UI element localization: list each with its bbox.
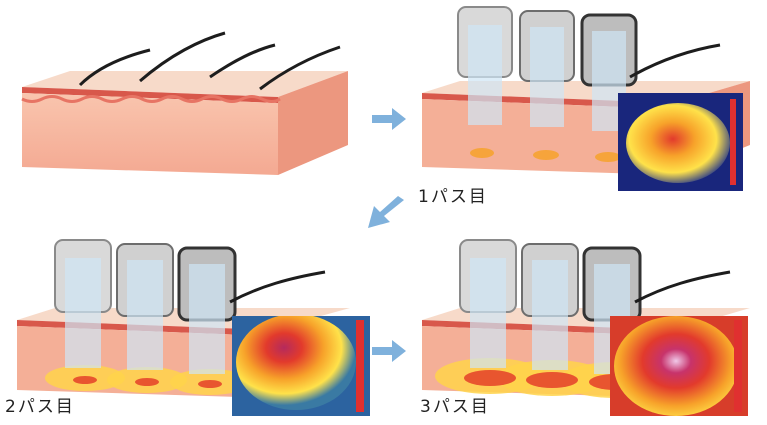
laser-handpiece-icon [457, 6, 513, 125]
hair [78, 48, 151, 87]
skin-top-face [22, 71, 348, 97]
laser-handpiece-icon [459, 239, 517, 368]
down-left-arrow-icon [368, 196, 404, 228]
skin-block-untreated [20, 25, 360, 190]
skin-front-face [22, 93, 278, 175]
laser-handpiece-icon [116, 243, 174, 370]
pass-label-3: 3パス目 [420, 397, 490, 417]
skin-block-pass-2 [15, 238, 360, 423]
thermal-image [618, 93, 743, 191]
pass-label-2: 2パス目 [5, 397, 75, 417]
thermal-image [610, 316, 748, 416]
hair [139, 31, 226, 83]
pass-label-1: 1パス目 [418, 187, 488, 207]
laser-handpiece-icon [519, 10, 575, 127]
thermal-image [232, 316, 370, 416]
right-arrow-icon [372, 340, 406, 362]
laser-handpiece-icon [54, 239, 112, 368]
laser-handpiece-icon [177, 246, 237, 374]
hair [259, 45, 341, 91]
hair [209, 43, 276, 79]
laser-handpiece-icon [521, 243, 579, 370]
right-arrow-icon [372, 108, 406, 130]
skin-side-face [278, 71, 348, 175]
